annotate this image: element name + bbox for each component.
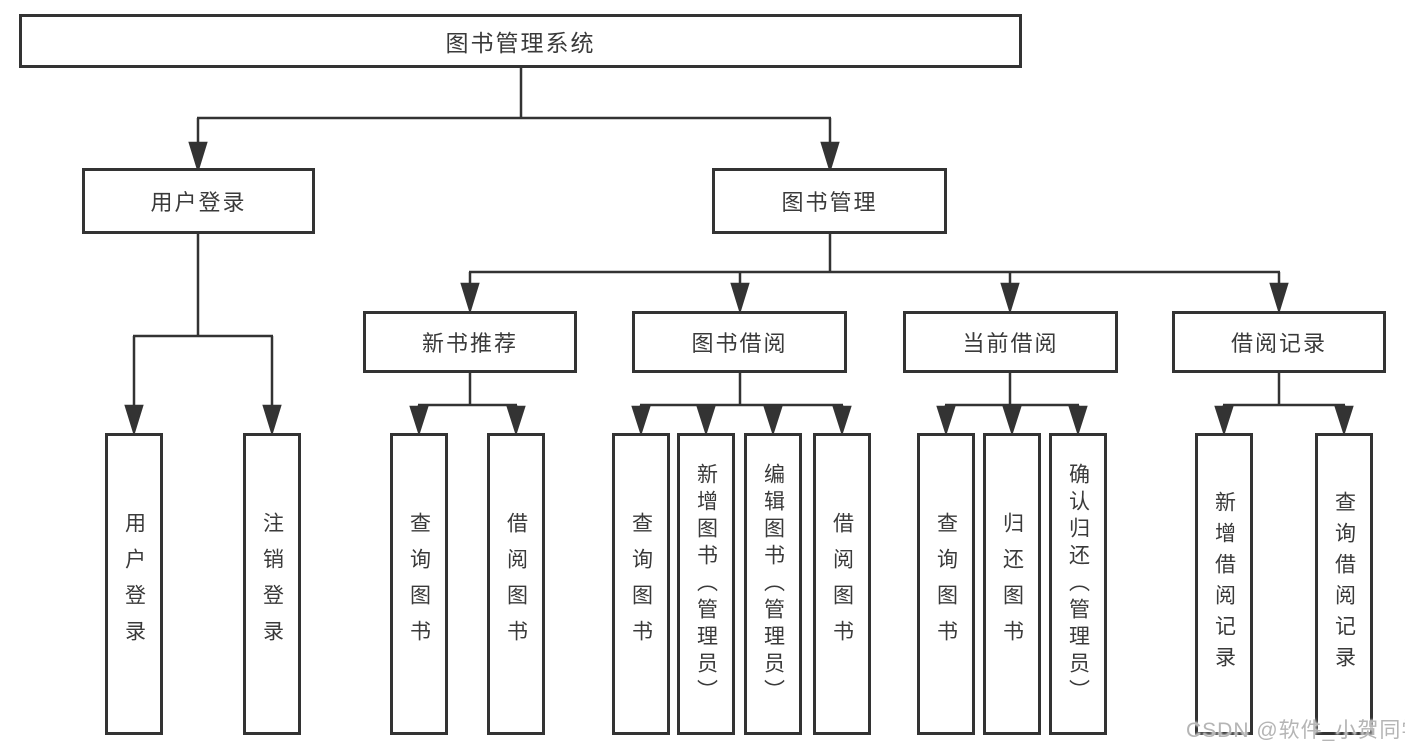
leaf-label: 借阅图书 [830,512,854,656]
node-new-book-recommend: 新书推荐 [363,311,577,373]
connector-currentborrow-to-leaves [936,373,1088,437]
node-label: 新书推荐 [421,331,518,356]
leaf-borrow-books: 借阅图书 [813,433,871,735]
leaf-label: 查询图书 [629,512,653,656]
node-label: 当前借阅 [962,331,1059,356]
node-user-login-branch: 用户登录 [82,168,315,234]
connector-userlogin-to-leaves [124,234,282,437]
connector-bookborrow-to-leaves [631,373,852,437]
connector-root-to-level2 [188,68,840,174]
leaf-return-books: 归还图书 [983,433,1041,735]
leaf-label: 查询图书 [407,512,431,656]
leaf-label: 新增图书（管理员） [694,462,718,706]
leaf-label: 查询借阅记录 [1332,491,1356,677]
leaf-query-books-recommend: 查询图书 [390,433,448,735]
connector-borrowrecords-to-leaves [1214,373,1354,437]
leaf-user-login: 用户登录 [105,433,163,735]
leaf-confirm-return-admin: 确认归还（管理员） [1049,433,1107,735]
connector-newbook-to-leaves [409,373,526,437]
leaf-add-book-admin: 新增图书（管理员） [677,433,735,735]
leaf-borrow-books-recommend: 借阅图书 [487,433,545,735]
leaf-add-borrow-record: 新增借阅记录 [1195,433,1253,735]
node-root-label: 图书管理系统 [445,30,596,56]
node-label: 用户登录 [150,190,247,215]
node-book-borrow: 图书借阅 [632,311,847,373]
leaf-label: 编辑图书（管理员） [761,462,785,706]
leaf-label: 用户登录 [122,512,146,656]
node-label: 借阅记录 [1230,331,1327,356]
leaf-label: 新增借阅记录 [1212,491,1236,677]
leaf-query-books-borrow: 查询图书 [612,433,670,735]
node-label: 图书借阅 [691,331,788,356]
csdn-watermark: CSDN @软件_小贺同学 [1186,719,1405,742]
leaf-label: 查询图书 [934,512,958,656]
leaf-label: 注销登录 [260,512,284,656]
node-book-management-branch: 图书管理 [712,168,947,234]
node-label: 图书管理 [781,190,878,215]
leaf-edit-book-admin: 编辑图书（管理员） [744,433,802,735]
leaf-label: 借阅图书 [504,512,528,656]
node-current-borrow: 当前借阅 [903,311,1118,373]
connector-bookmgmt-to-level3 [460,234,1289,315]
leaf-label: 归还图书 [1000,512,1024,656]
leaf-query-books-current: 查询图书 [917,433,975,735]
node-borrow-records: 借阅记录 [1172,311,1386,373]
node-root-library-system: 图书管理系统 [19,14,1022,68]
leaf-query-borrow-record: 查询借阅记录 [1315,433,1373,735]
leaf-label: 确认归还（管理员） [1066,462,1090,706]
leaf-logout: 注销登录 [243,433,301,735]
